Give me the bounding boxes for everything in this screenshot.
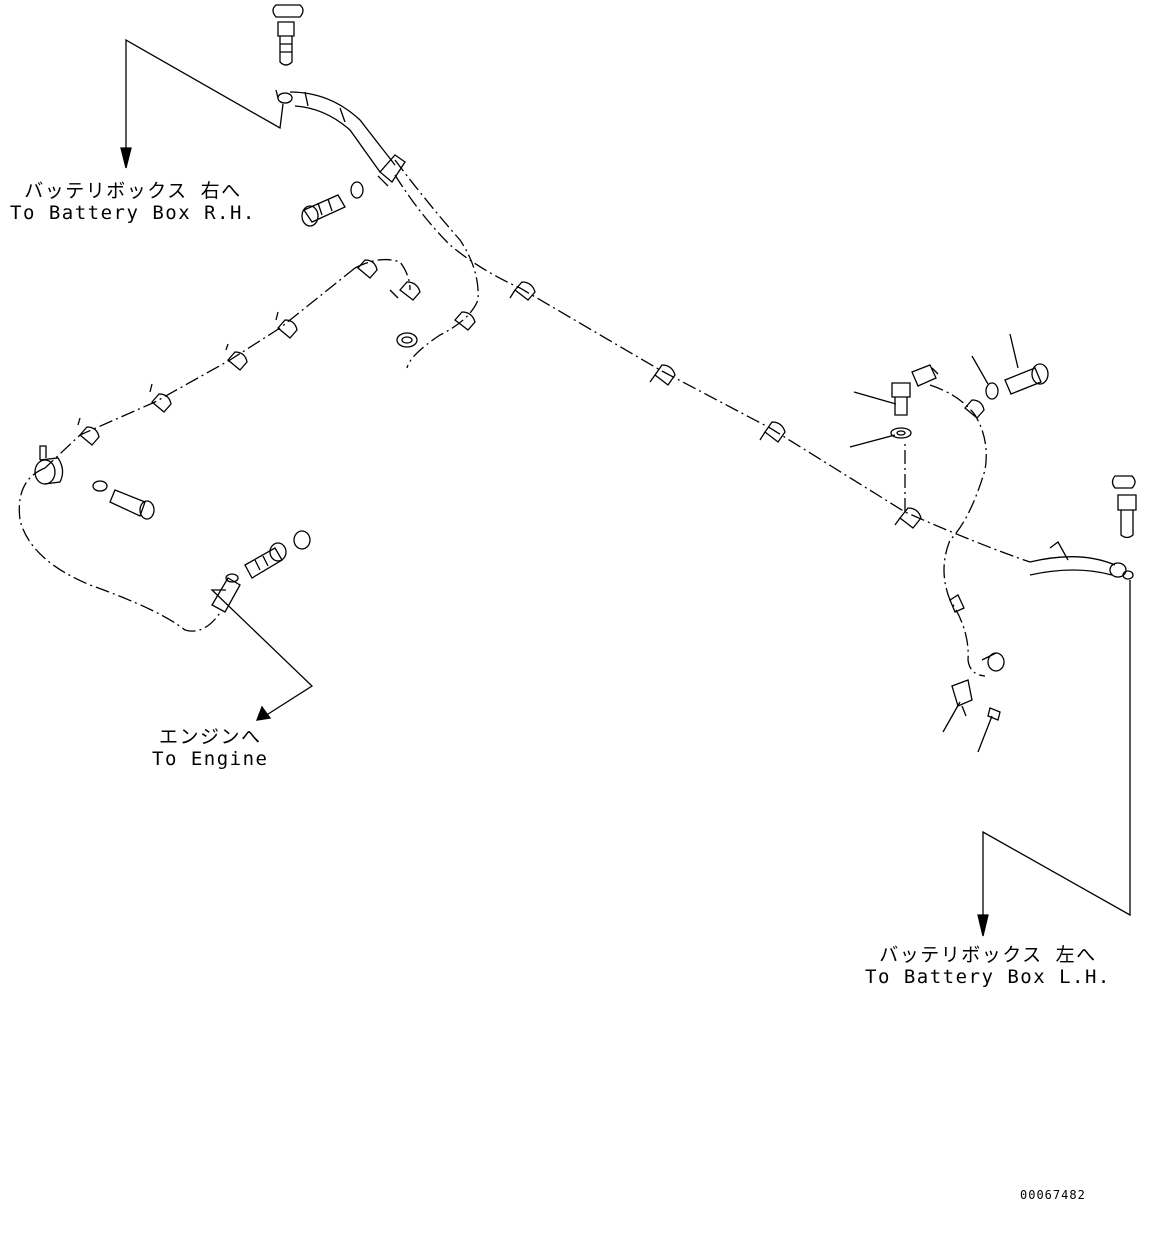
lh-cable-pipe (1029, 541, 1134, 580)
label-lh-jp: バッテリボックス 左へ (879, 944, 1097, 966)
label-engine-jp: エンジンへ (158, 726, 262, 748)
large-clamp-left (34, 445, 64, 485)
clamp-4 (894, 507, 922, 529)
part-leaders (849, 333, 1019, 753)
grommet (396, 332, 418, 348)
bolt-right-b (985, 363, 1049, 400)
clamp-11 (77, 417, 100, 446)
top-bolt-lh (1111, 475, 1137, 539)
clamp-3 (759, 421, 786, 443)
leader-battery-rh (120, 38, 284, 169)
clamp-6 (389, 281, 421, 301)
leader-battery-lh (977, 580, 1131, 937)
clamp-7 (357, 259, 378, 279)
clamp-5 (454, 311, 476, 331)
label-rh-en: To Battery Box R.H. (10, 202, 256, 224)
clamp-right-lower (949, 594, 965, 613)
label-engine-en: To Engine (152, 748, 269, 770)
engine-bolt (244, 530, 311, 579)
label-lh-en: To Battery Box L.H. (865, 966, 1111, 988)
connector-right (911, 364, 939, 387)
rh-cable-pipe (275, 89, 396, 173)
top-bolt-rh (272, 4, 304, 66)
clamp-8 (275, 311, 298, 339)
label-rh-jp: バッテリボックス 右へ (24, 180, 242, 202)
leader-engine (210, 589, 314, 721)
clamp-1 (509, 281, 536, 301)
label-to-battery-box-rh: バッテリボックス 右へ To Battery Box R.H. (10, 180, 256, 224)
clamp-right-upper (964, 399, 985, 419)
bolt-left-top (301, 181, 364, 227)
bolt-right-a (890, 382, 912, 439)
clamp-9 (225, 343, 248, 371)
drawing-number: 00067482 (1020, 1188, 1086, 1202)
label-to-battery-box-lh: バッテリボックス 左へ To Battery Box L.H. (865, 944, 1111, 988)
clamp-10 (149, 383, 172, 413)
main-harness (18, 159, 1031, 677)
label-to-engine: エンジンへ To Engine (152, 726, 268, 770)
clamp-2 (649, 364, 676, 386)
engine-connector (211, 573, 241, 613)
bolt-left-mid (92, 480, 155, 520)
bolt-right-c (981, 652, 1005, 672)
switch-right (951, 679, 1001, 721)
clamp-bracket-top (377, 154, 406, 187)
